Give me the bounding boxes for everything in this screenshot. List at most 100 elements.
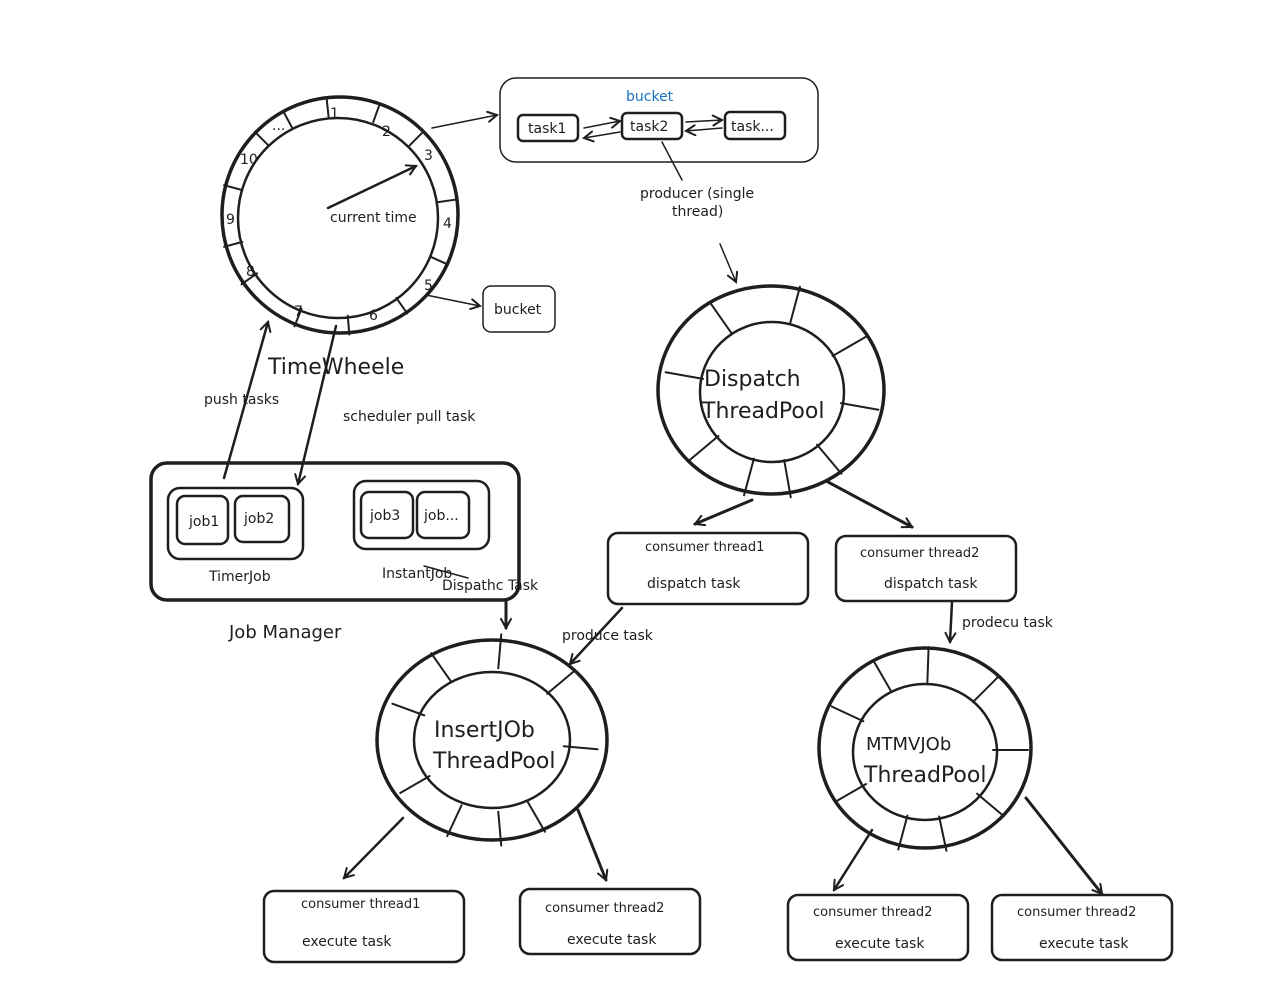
small-bucket: bucket: [482, 285, 556, 333]
slot-to-bucket-arrow: [431, 115, 497, 129]
consumer-name: consumer thread2: [1017, 905, 1136, 920]
pool-to-consumer-arrow: [832, 828, 874, 890]
slot-label: 4: [443, 216, 452, 232]
slot-divider: [429, 255, 449, 266]
consumer-box: [262, 889, 466, 964]
job-label: job...: [423, 508, 459, 524]
pool-slot-dividers: [664, 285, 880, 499]
current-time-hand: [326, 166, 416, 210]
link-arrow: [685, 120, 722, 122]
slot-divider: [709, 301, 733, 335]
small-bucket-label: bucket: [494, 302, 542, 318]
job-box: [415, 490, 471, 540]
slot-divider: [546, 670, 575, 695]
slot-divider: [293, 307, 303, 328]
slot-divider: [743, 457, 755, 497]
slot-divider: [527, 801, 546, 833]
slot-divider: [562, 745, 599, 751]
slot-divider: [830, 705, 865, 723]
slot-divider: [976, 792, 1005, 818]
slot-divider: [430, 652, 452, 683]
time-wheel-slot-labels: 1 2 3 4 5 6 7 8 9 10 ...: [226, 106, 452, 324]
slot-divider: [839, 402, 880, 411]
produce-task-arrow: [570, 606, 624, 664]
slot-label: 7: [294, 304, 303, 320]
job-box: [359, 490, 415, 540]
bucket-panel: bucket task1 task2 task...: [499, 77, 819, 163]
slot-label: 6: [369, 308, 378, 324]
slot-divider: [325, 96, 330, 118]
dispatch-consumer-2: consumer thread2 dispatch task: [834, 534, 1018, 603]
slot-divider: [497, 633, 503, 670]
pool-to-consumer-arrow: [344, 816, 405, 878]
push-tasks-label: push tasks: [204, 392, 279, 408]
consumer-name: consumer thread1: [301, 897, 420, 912]
link-arrow: [584, 132, 621, 138]
slot-divider: [872, 659, 892, 693]
slot-label: 8: [246, 264, 255, 280]
slot-divider: [408, 130, 425, 147]
slot-divider: [815, 443, 843, 475]
insertjob-threadpool: InsertJOb ThreadPool: [375, 633, 609, 847]
slot-divider: [437, 198, 458, 204]
slot-divider: [789, 285, 801, 325]
slot-divider: [446, 804, 463, 838]
consumer-name: consumer thread2: [813, 905, 932, 920]
task-box: [516, 113, 580, 143]
pool-to-consumer-arrow: [576, 808, 606, 880]
consumer-name: consumer thread2: [545, 901, 664, 916]
consumer-action: dispatch task: [647, 576, 741, 592]
slot-label: ...: [272, 118, 285, 134]
slot-divider: [253, 130, 270, 147]
producer-arrow: [719, 243, 736, 282]
pool-slot-dividers: [391, 633, 599, 847]
pool-inner-ring: [412, 670, 572, 810]
time-wheel-slot-dividers: [223, 96, 458, 336]
slot-divider: [391, 702, 426, 717]
producer-label: thread): [672, 204, 723, 220]
task-label: task2: [630, 119, 668, 135]
job-manager: job1 job2 TimerJob job3 job... InstantJo…: [149, 461, 521, 643]
dispatch-threadpool: Dispatch ThreadPool: [656, 284, 886, 499]
insert-consumer-2: consumer thread2 execute task: [518, 887, 702, 956]
bucket-container: [499, 77, 819, 163]
pool-outer-ring: [375, 638, 609, 842]
producer-label: producer (single: [640, 186, 754, 202]
slot-label: 9: [226, 212, 235, 228]
consumer-action: dispatch task: [884, 576, 978, 592]
pool-inner-ring: [698, 320, 846, 464]
slot-divider: [897, 814, 909, 851]
consumer-name: consumer thread2: [860, 546, 979, 561]
slot-to-bucket-arrow: [425, 294, 480, 306]
produce-task-label: produce task: [562, 628, 654, 644]
slot-divider: [240, 272, 259, 286]
slot-divider: [372, 103, 381, 124]
slot-divider: [783, 458, 792, 499]
slot-label: 1: [330, 106, 339, 122]
job-manager-container: [149, 461, 521, 602]
slot-divider: [926, 646, 930, 684]
pool-inner-ring: [851, 682, 999, 822]
task-box: [723, 110, 787, 141]
mtmv-consumer-2: consumer thread2 execute task: [990, 893, 1174, 962]
link-arrow: [583, 121, 620, 129]
pool-title: ThreadPool: [701, 399, 824, 424]
instant-job-group: [352, 479, 491, 551]
pool-title: ThreadPool: [863, 763, 986, 788]
slot-divider: [399, 775, 431, 794]
time-wheel-inner-ring: [236, 116, 440, 320]
consumer-action: execute task: [567, 932, 657, 948]
slot-divider: [834, 783, 868, 803]
consumer-action: execute task: [302, 934, 392, 950]
slot-divider: [938, 815, 948, 852]
pool-title: ThreadPool: [432, 749, 555, 774]
link-arrow: [686, 128, 723, 131]
time-wheel-outer-ring: [220, 95, 460, 335]
mtmvjob-threadpool: MTMVJOb ThreadPool: [817, 646, 1033, 852]
pool-title: MTMVJOb: [866, 734, 951, 755]
consumer-box: [606, 531, 810, 606]
timer-job-group: [166, 486, 305, 561]
slot-divider: [688, 434, 720, 462]
pool-outer-ring: [656, 284, 886, 496]
